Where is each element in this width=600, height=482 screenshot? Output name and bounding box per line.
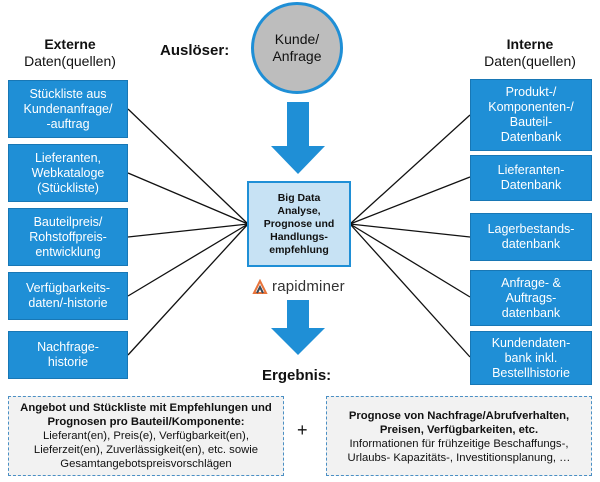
connector-int-3 <box>349 223 471 238</box>
internal-header-subtitle: Daten(quellen) <box>484 53 576 69</box>
result-right-detail: Informationen für frühzeitige Beschaffun… <box>347 438 571 464</box>
connector-ext-2 <box>127 172 249 225</box>
connector-ext-3 <box>127 223 249 238</box>
analysis-node: Big Data Analyse, Prognose und Handlungs… <box>247 181 351 267</box>
result-right-title: Prognose von Nachfrage/Abrufverhalten, P… <box>348 410 570 436</box>
result-label: Ergebnis: <box>262 367 332 384</box>
arrow-down-top <box>271 102 325 174</box>
rapidminer-logo-text: rapidminer <box>272 278 345 295</box>
external-header-title: Externe <box>44 36 96 52</box>
external-source-2: Lieferanten, Webkataloge (Stückliste) <box>8 144 128 202</box>
result-left-detail: Lieferant(en), Preis(e), Verfügbarkeit(e… <box>33 430 259 470</box>
internal-header-title: Interne <box>506 36 554 52</box>
internal-source-1: Produkt-/ Komponenten-/ Bauteil- Datenba… <box>470 79 592 151</box>
connector-ext-4 <box>127 223 249 297</box>
internal-source-2: Lieferanten- Datenbank <box>470 155 592 201</box>
connector-ext-1 <box>127 108 249 225</box>
connector-ext-5 <box>127 223 249 356</box>
trigger-label: Auslöser: <box>160 42 230 59</box>
plus-sign: + <box>297 420 308 440</box>
result-left-box: Angebot und Stückliste mit Empfehlungen … <box>8 396 284 476</box>
result-left-title: Angebot und Stückliste mit Empfehlungen … <box>20 402 272 428</box>
external-header-subtitle: Daten(quellen) <box>24 53 116 69</box>
internal-header: Interne Daten(quellen) <box>468 36 592 70</box>
connector-int-5 <box>349 223 471 358</box>
rapidminer-logo-icon <box>252 278 268 294</box>
external-source-4: Verfügbarkeits- daten/-historie <box>8 272 128 320</box>
result-right-box: Prognose von Nachfrage/Abrufverhalten, P… <box>326 396 592 476</box>
connector-int-4 <box>349 223 471 298</box>
trigger-node: Kunde/ Anfrage <box>251 2 343 94</box>
connector-int-1 <box>349 114 471 225</box>
external-source-1: Stückliste aus Kundenanfrage/ -auftrag <box>8 80 128 138</box>
internal-source-5: Kundendaten- bank inkl. Bestellhistorie <box>470 331 592 385</box>
arrow-down-bottom <box>271 300 325 355</box>
external-source-5: Nachfrage- historie <box>8 331 128 379</box>
internal-source-4: Anfrage- & Auftrags- datenbank <box>470 270 592 326</box>
external-header: Externe Daten(quellen) <box>10 36 130 70</box>
rapidminer-logo: rapidminer <box>252 278 345 295</box>
external-source-3: Bauteilpreis/ Rohstoffpreis- entwicklung <box>8 208 128 266</box>
connector-int-2 <box>349 176 471 225</box>
internal-source-3: Lagerbestands- datenbank <box>470 213 592 261</box>
